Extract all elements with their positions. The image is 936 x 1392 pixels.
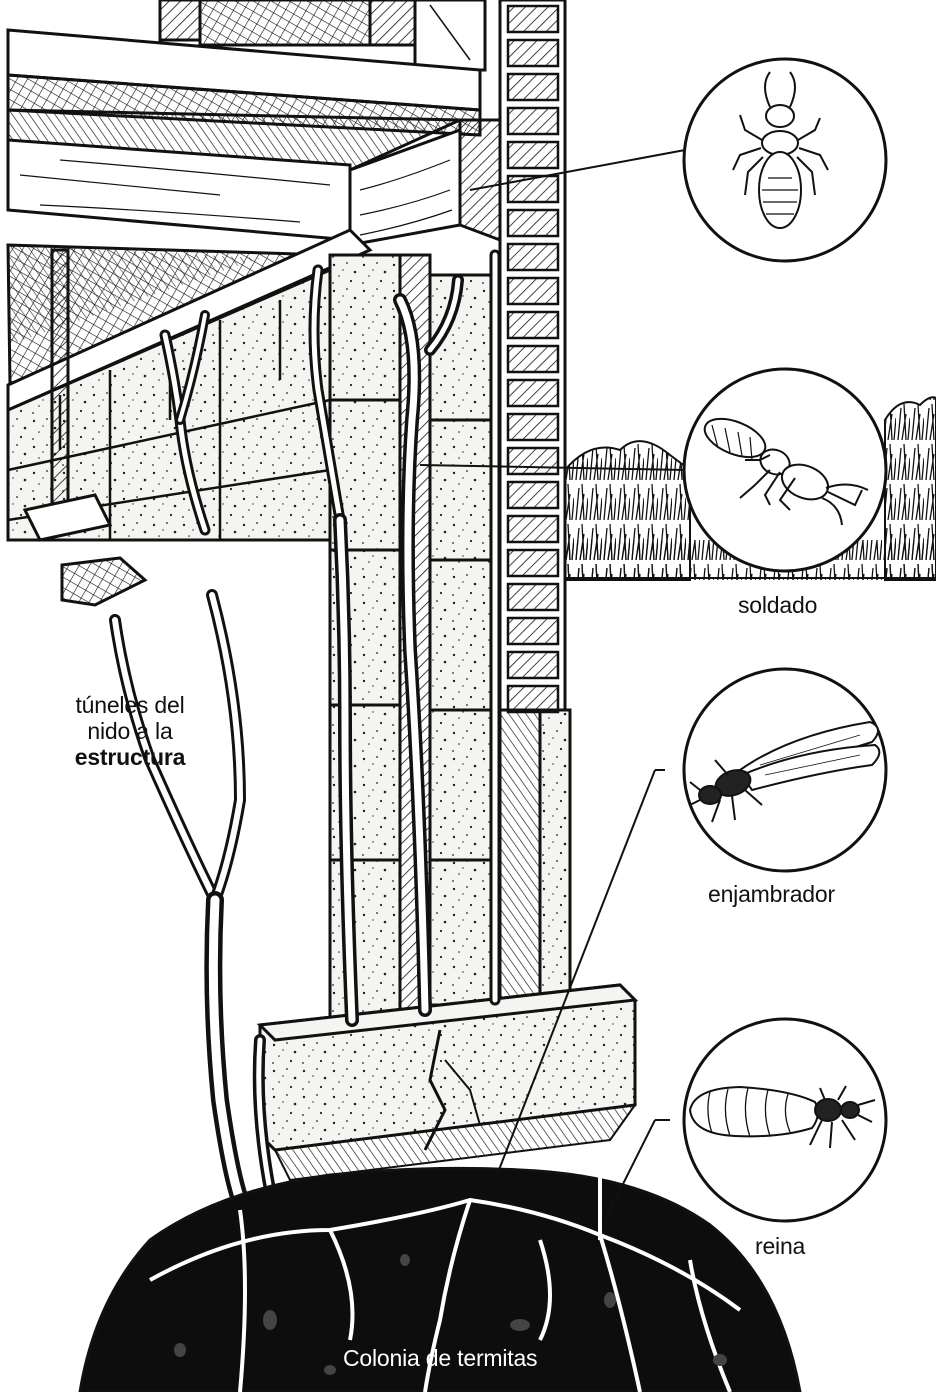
label-tunnels-line2: nido a la — [87, 717, 173, 744]
label-queen: reina — [755, 1233, 806, 1259]
brick — [506, 412, 560, 442]
label-tunnels: túneles del nido a la estructura — [55, 692, 205, 770]
callout-soldier — [682, 367, 888, 573]
queen-termite-icon — [688, 1085, 876, 1149]
label-tunnels-line3: estructura — [74, 743, 186, 770]
label-tunnels-line1: túneles del — [75, 692, 185, 718]
brick — [506, 616, 560, 646]
brick — [506, 378, 560, 408]
brick — [506, 4, 560, 34]
label-soldier: soldado — [738, 592, 818, 618]
brick — [506, 276, 560, 306]
brick — [506, 548, 560, 578]
soldier-termite-icon — [703, 417, 869, 526]
brick — [506, 38, 560, 68]
brick — [506, 242, 560, 272]
wood-scrap — [60, 556, 148, 607]
brick — [506, 140, 560, 170]
callout-queen — [682, 1017, 888, 1223]
brick — [506, 72, 560, 102]
callout-swarmer — [682, 667, 888, 873]
brick — [506, 344, 560, 374]
brick — [506, 208, 560, 238]
brick — [506, 174, 560, 204]
mud-tubes — [109, 249, 501, 1209]
brick — [506, 514, 560, 544]
swarmer-termite-icon — [689, 720, 881, 823]
termite-colony-soil — [78, 1166, 802, 1392]
brick — [506, 650, 560, 680]
leader-lines — [419, 149, 686, 1221]
brick — [506, 480, 560, 510]
brick — [506, 310, 560, 340]
brick — [506, 106, 560, 136]
label-colony: Colonia de termitas — [343, 1345, 538, 1371]
label-swarmer: enjambrador — [708, 881, 835, 907]
foundation-wall — [256, 0, 639, 1182]
callout-worker — [682, 57, 888, 263]
brick — [506, 582, 560, 612]
brick — [506, 446, 560, 476]
house-structure — [6, 0, 502, 542]
worker-termite-icon — [732, 71, 829, 229]
brick — [506, 684, 560, 714]
